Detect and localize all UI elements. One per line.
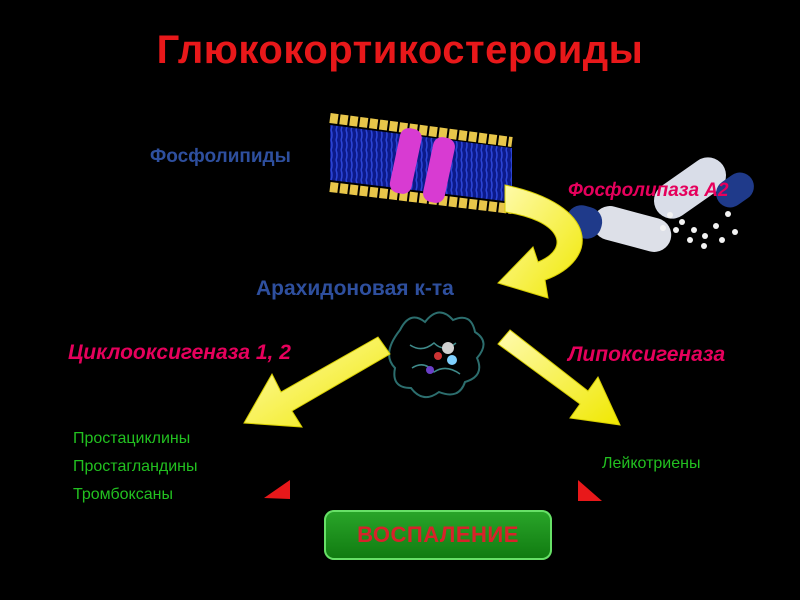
product-item: Лейкотриены [602,455,701,472]
warning-triangle-right [578,480,602,501]
inflammation-button-label: ВОСПАЛЕНИЕ [357,522,519,547]
pathway-arrow-lipoxygenase [497,329,621,426]
inflammation-button[interactable]: ВОСПАЛЕНИЕ [324,510,552,560]
pathway-arrow-phospholipids [497,184,583,299]
warning-triangle-left [264,480,290,499]
pathway-arrow-cyclooxygenase [243,336,391,428]
cyclooxygenase-products: Простациклины Простагландины Тромбоксаны [73,425,198,509]
lipoxygenase-label: Липоксигеназа [568,343,726,366]
membrane-illustration [329,113,513,214]
product-item: Тромбоксаны [73,486,173,503]
page-title: Глюкокортикостероиды [156,28,644,72]
lipoxygenase-products: Лейкотриены [602,450,700,478]
phospholipase-a2-label: Фосфолипаза А2 [568,180,729,201]
phospholipids-label: Фосфолипиды [150,146,291,167]
cyclooxygenase-label: Циклооксигеназа 1, 2 [68,341,291,364]
product-item: Простациклины [73,430,191,447]
product-item: Простагландины [73,458,198,475]
arachidonic-acid-label: Арахидоновая к-та [256,277,454,300]
protein-molecule-image [388,311,485,399]
